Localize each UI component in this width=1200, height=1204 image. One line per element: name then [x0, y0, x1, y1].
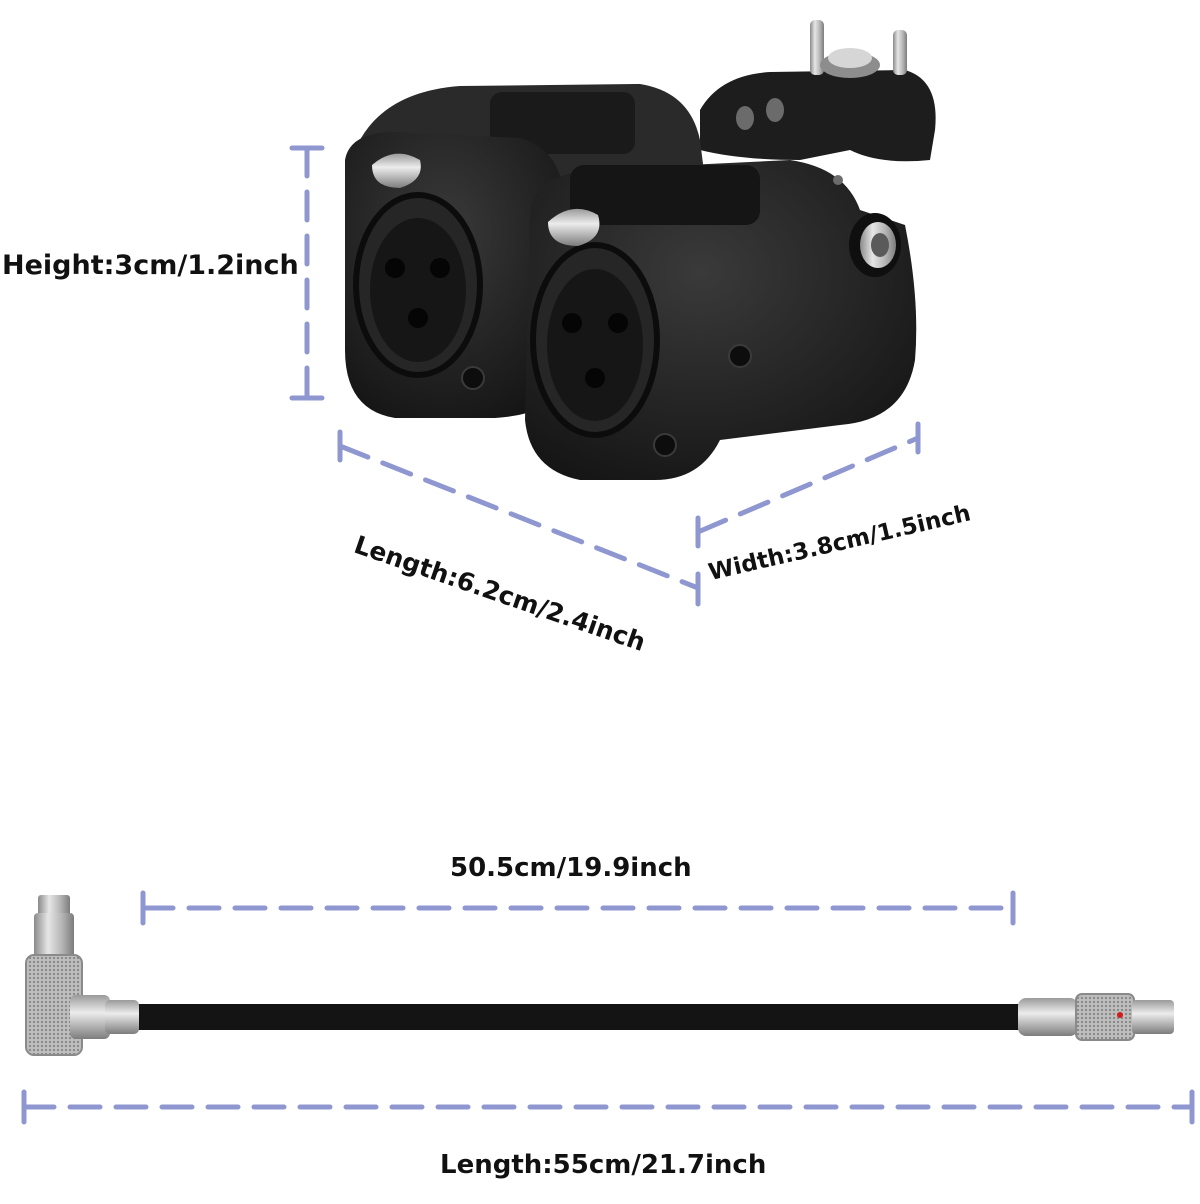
latch-tab — [548, 208, 600, 246]
xlr-socket-left — [353, 153, 483, 378]
height-label: Height:3cm/1.2inch — [2, 250, 299, 281]
lemo-socket — [833, 175, 901, 277]
dimension-lines-cable — [21, 890, 1195, 1125]
alignment-dot — [1117, 1012, 1123, 1018]
xlr-socket-right — [530, 208, 660, 438]
bracket-pin — [893, 30, 907, 75]
xlr-adapter — [345, 20, 936, 480]
bracket-pin — [810, 20, 824, 75]
dimension-lines-adapter — [289, 145, 921, 607]
width-dimension-line — [695, 435, 921, 535]
latch-tab — [372, 153, 421, 188]
cable-inner-length-label: 50.5cm/19.9inch — [450, 853, 692, 883]
straight-connector — [1018, 993, 1174, 1041]
right-angle-connector — [25, 895, 139, 1056]
length-dimension-line — [337, 443, 701, 591]
cable-jacket — [135, 1004, 1025, 1030]
mounting-bracket — [700, 20, 936, 162]
screws — [461, 344, 752, 457]
lemo-cable — [25, 895, 1174, 1056]
cable-total-length-label: Length:55cm/21.7inch — [440, 1150, 767, 1180]
